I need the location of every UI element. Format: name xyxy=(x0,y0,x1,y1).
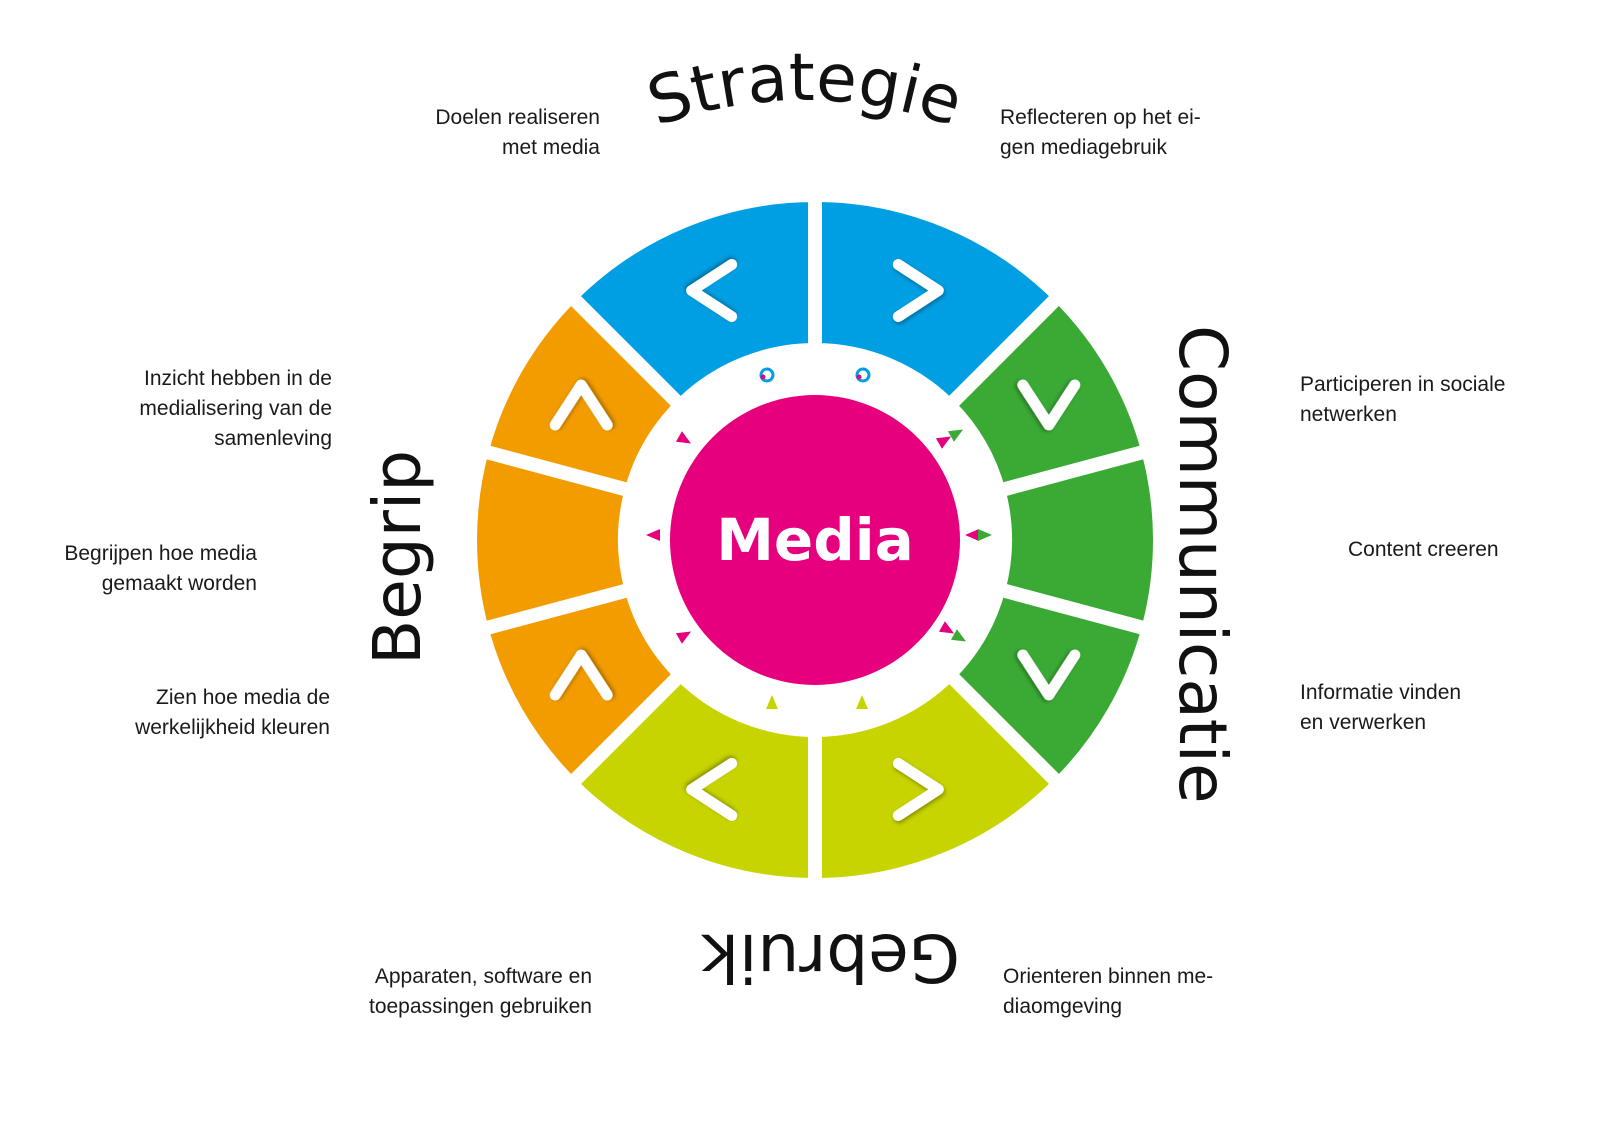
desc-line: en verwerken xyxy=(1300,711,1427,734)
arrow-icon xyxy=(675,431,692,444)
wheel-chevrons xyxy=(549,259,1081,821)
category-strategie: Strategie xyxy=(639,39,972,141)
desc-line: gen mediagebruik xyxy=(1000,136,1167,159)
desc-begrijpen: Begrijpen hoe media gemaakt worden xyxy=(64,539,257,599)
cycle-icon-right xyxy=(855,367,871,383)
arrow-icon xyxy=(856,695,868,709)
category-gebruik: Gebruik xyxy=(700,919,960,996)
chevron-icon xyxy=(686,259,738,323)
chevron-icon xyxy=(686,757,738,821)
desc-line: met media xyxy=(501,136,600,159)
arrow-icon xyxy=(766,695,778,709)
chevron-icon xyxy=(549,649,613,701)
desc-line: Zien hoe media de xyxy=(156,686,330,709)
desc-doelen: Doelen realiseren met media xyxy=(435,103,600,163)
segment-strategie-left xyxy=(561,187,822,416)
wheel-segments xyxy=(463,187,1167,893)
chevron-icon xyxy=(1017,379,1081,431)
desc-line: medialisering van de xyxy=(139,397,332,420)
arrow-icon xyxy=(938,621,955,634)
desc-line: Doelen realiseren xyxy=(435,106,600,129)
arrow-icon xyxy=(935,436,952,449)
center-label: Media xyxy=(716,506,914,574)
segment-gebruik-right xyxy=(808,664,1069,893)
desc-line: Content creeren xyxy=(1348,538,1499,561)
desc-line: Orienteren binnen me- xyxy=(1003,965,1214,988)
category-communicatie: Communicatie xyxy=(1164,325,1241,804)
desc-line: diaomgeving xyxy=(1003,995,1123,1018)
desc-line: netwerken xyxy=(1300,403,1397,426)
desc-line: samenleving xyxy=(214,427,332,450)
desc-content: Content creeren xyxy=(1348,535,1499,565)
arrow-icon xyxy=(675,631,692,644)
desc-line: toepassingen gebruiken xyxy=(368,995,592,1018)
desc-reflecteren: Reflecteren op het ei- gen mediagebruik xyxy=(1000,103,1201,163)
cycle-dot-icon xyxy=(760,374,766,380)
desc-line: Apparaten, software en xyxy=(374,965,592,988)
desc-apparaten: Apparaten, software en toepassingen gebr… xyxy=(369,962,592,1022)
chevron-icon xyxy=(549,379,613,431)
desc-line: gemaakt worden xyxy=(101,572,257,595)
arrow-icon xyxy=(947,429,964,442)
desc-line: Informatie vinden xyxy=(1300,681,1462,704)
category-begrip: Begrip xyxy=(359,450,436,665)
desc-inzicht: Inzicht hebben in de medialisering van d… xyxy=(139,364,332,454)
desc-line: Reflecteren op het ei- xyxy=(1000,106,1201,129)
arrow-icon xyxy=(978,529,992,541)
ring-markers xyxy=(646,367,992,709)
arrow-icon xyxy=(646,529,660,541)
desc-informatie: Informatie vinden en verwerken xyxy=(1300,678,1461,738)
desc-line: Begrijpen hoe media xyxy=(64,542,257,565)
chevron-icon xyxy=(892,259,944,323)
desc-line: werkelijkheid kleuren xyxy=(135,716,330,739)
arrow-icon xyxy=(950,629,967,642)
desc-participeren: Participeren in sociale netwerken xyxy=(1300,370,1505,430)
desc-orienteren: Orienteren binnen me- diaomgeving xyxy=(1003,962,1213,1022)
desc-line: Participeren in sociale xyxy=(1300,373,1506,396)
center-circle xyxy=(670,395,960,685)
cycle-icon-left xyxy=(759,367,775,383)
category-strategie-text: Strategie xyxy=(639,39,972,141)
chevron-icon xyxy=(1017,649,1081,701)
desc-zien: Zien hoe media de werkelijkheid kleuren xyxy=(135,683,330,743)
chevron-icon xyxy=(892,757,944,821)
arrow-icon xyxy=(965,529,979,541)
cycle-dot-icon xyxy=(856,374,862,380)
desc-line: Inzicht hebben in de xyxy=(144,367,332,390)
